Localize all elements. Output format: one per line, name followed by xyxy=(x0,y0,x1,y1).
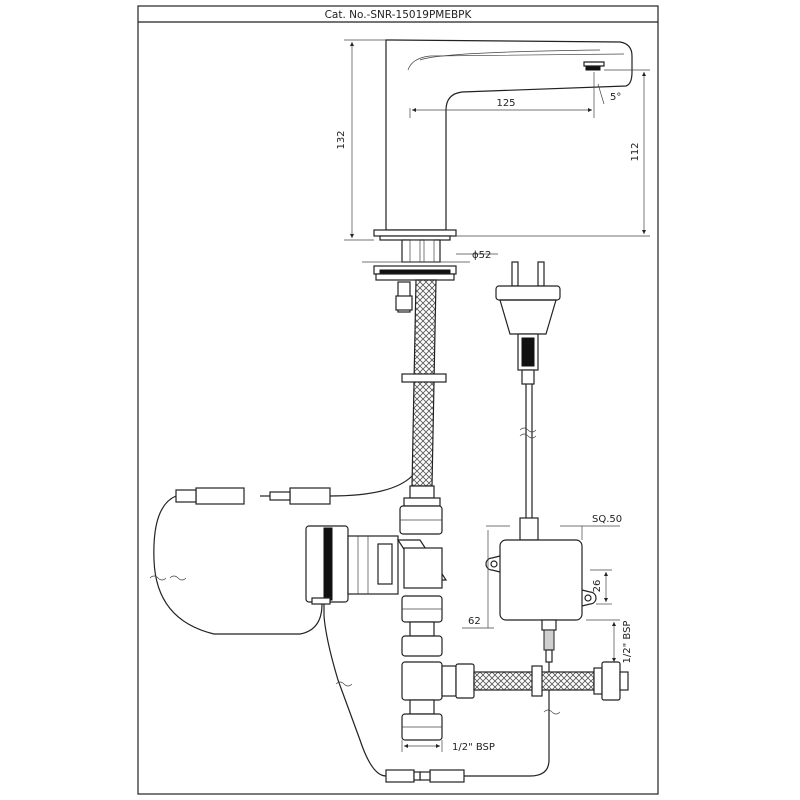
dim-bsp-bottom: 1/2" BSP xyxy=(401,740,495,753)
valve-cable xyxy=(323,604,421,783)
label-5deg: 5° xyxy=(610,92,621,103)
box-cable xyxy=(419,690,561,783)
sensor-cable xyxy=(149,475,413,635)
fitting-stack-upper xyxy=(399,485,443,535)
dim-bsp-right: 1/2" BSP xyxy=(586,619,633,664)
dim-reach: 125 5° xyxy=(409,72,621,118)
tee-fitting xyxy=(401,661,475,741)
dim-height-total: 132 xyxy=(336,39,386,241)
label-sq50: SQ.50 xyxy=(592,514,622,525)
braided-hose-horizontal xyxy=(473,661,629,701)
label-112: 112 xyxy=(630,142,641,161)
drawing-frame xyxy=(137,5,659,795)
label-26: 26 xyxy=(592,580,603,593)
dim-sq50: SQ.50 xyxy=(486,514,622,540)
label-bsp-bottom: 1/2" BSP xyxy=(452,742,495,753)
faucet-body xyxy=(373,39,633,241)
dim-height-spout: 112 xyxy=(456,69,650,237)
label-bsp-right: 1/2" BSP xyxy=(622,621,633,664)
label-dia52: ϕ52 xyxy=(472,250,491,261)
control-box xyxy=(485,539,597,672)
dim-62: 62 xyxy=(462,530,494,629)
label-125: 125 xyxy=(496,98,515,109)
label-62: 62 xyxy=(468,616,481,627)
power-plug xyxy=(495,261,561,541)
solenoid-valve xyxy=(305,525,448,605)
label-132: 132 xyxy=(336,130,347,149)
dim-26: 26 xyxy=(590,569,612,605)
catalog-number: Cat. No.-SNR-15019PMEBPK xyxy=(325,9,473,21)
fitting-stack-middle xyxy=(401,595,443,657)
mounting-assembly: ϕ52 xyxy=(362,239,498,313)
